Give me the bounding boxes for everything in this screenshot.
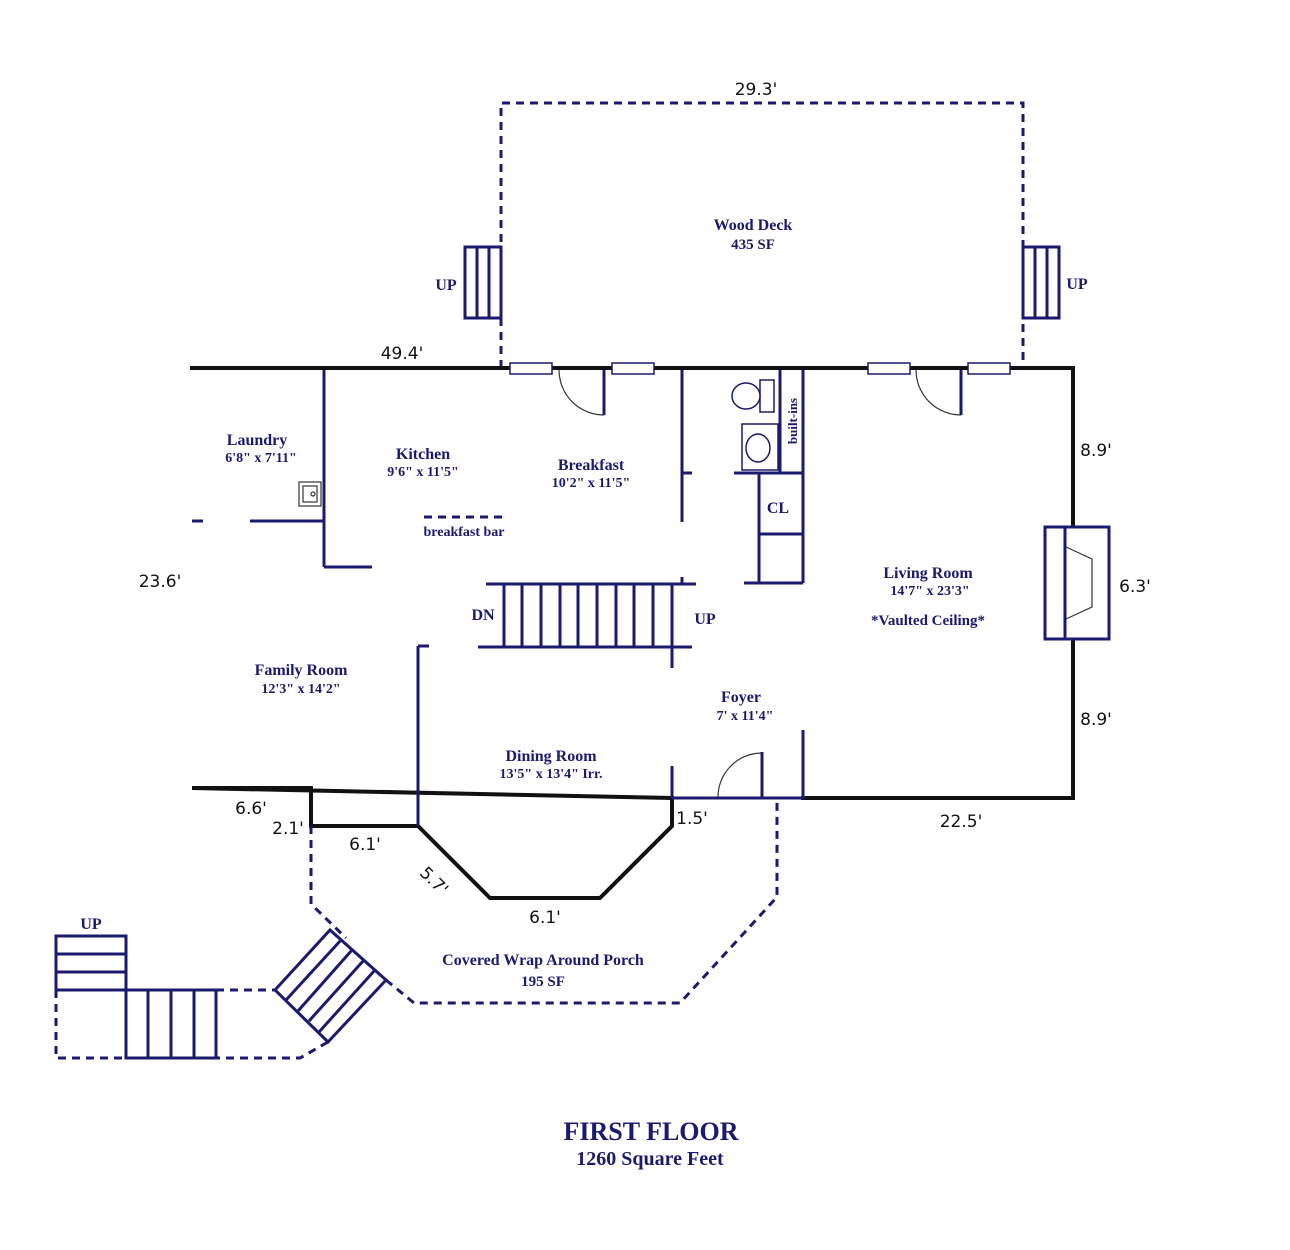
dim-bottom-left: 6.6' xyxy=(235,799,267,819)
front-door xyxy=(717,752,764,798)
deck-size: 435 SF xyxy=(731,237,775,253)
deck-outline xyxy=(499,101,1025,368)
fireplace xyxy=(1043,525,1111,641)
plan-title: FIRST FLOOR xyxy=(563,1117,738,1146)
deck-stairs-right xyxy=(1021,245,1061,320)
toilet xyxy=(731,379,775,413)
laundry-name: Laundry xyxy=(227,432,287,449)
dining-room-name: Dining Room xyxy=(505,748,597,765)
deck-stairs-left-label: UP xyxy=(435,277,457,294)
breakfast-name: Breakfast xyxy=(558,457,625,474)
dining-room-size: 13'5" x 13'4" Irr. xyxy=(500,767,603,782)
dim-bay-bottom: 6.1' xyxy=(529,908,561,928)
deck-stairs-left xyxy=(463,245,503,320)
dim-bay-left: 6.1' xyxy=(349,835,381,855)
porch-stairs-run xyxy=(124,988,218,1060)
living-room-name: Living Room xyxy=(883,565,973,582)
stairs-up-label: UP xyxy=(694,611,716,628)
bathroom-sink xyxy=(741,423,779,471)
kitchen-size: 9'6" x 11'5" xyxy=(387,465,459,480)
plan-area: 1260 Square Feet xyxy=(576,1148,724,1170)
porch-name: Covered Wrap Around Porch xyxy=(442,952,644,969)
porch-outline xyxy=(309,798,779,1005)
dim-deck-width: 29.3' xyxy=(735,80,778,100)
foyer-name: Foyer xyxy=(721,689,761,706)
dim-bay-diagonal: 5.7' xyxy=(415,863,452,900)
door-deck-left xyxy=(558,369,606,416)
dim-step-down: 2.1' xyxy=(272,819,304,839)
interior-walls xyxy=(192,370,805,826)
family-room-name: Family Room xyxy=(255,662,349,679)
interior-stairs xyxy=(478,582,696,668)
dim-bottom-right: 22.5' xyxy=(940,812,983,832)
living-room-note: *Vaulted Ceiling* xyxy=(871,613,985,629)
kitchen-name: Kitchen xyxy=(396,446,450,463)
porch-stairs-up-label: UP xyxy=(80,916,102,933)
dim-left-wall: 23.6' xyxy=(139,572,182,592)
dim-fireplace: 6.3' xyxy=(1119,577,1151,597)
door-deck-right xyxy=(915,369,963,416)
breakfast-bar-label: breakfast bar xyxy=(423,525,504,540)
built-ins-label: built-ins xyxy=(785,398,800,444)
breakfast-size: 10'2" x 11'5" xyxy=(552,476,631,491)
dim-right-lower: 8.9' xyxy=(1080,710,1112,730)
laundry-sink xyxy=(298,481,322,507)
porch-stairs-up xyxy=(54,934,128,992)
dim-top-wall: 49.4' xyxy=(381,344,424,364)
dim-bay-right: 1.5' xyxy=(676,809,708,829)
dim-right-upper: 8.9' xyxy=(1080,441,1112,461)
porch-size: 195 SF xyxy=(521,974,565,990)
foyer-size: 7' x 11'4" xyxy=(717,709,774,724)
living-room-size: 14'7" x 23'3" xyxy=(890,584,969,599)
porch-stairs-diagonal xyxy=(272,927,389,1045)
deck-name: Wood Deck xyxy=(714,217,793,234)
family-room-size: 12'3" x 14'2" xyxy=(261,682,340,697)
laundry-size: 6'8" x 7'11" xyxy=(225,451,297,466)
stairs-down-label: DN xyxy=(471,607,495,624)
windows xyxy=(509,362,1011,375)
deck-stairs-right-label: UP xyxy=(1066,276,1088,293)
closet-label: CL xyxy=(767,500,789,517)
